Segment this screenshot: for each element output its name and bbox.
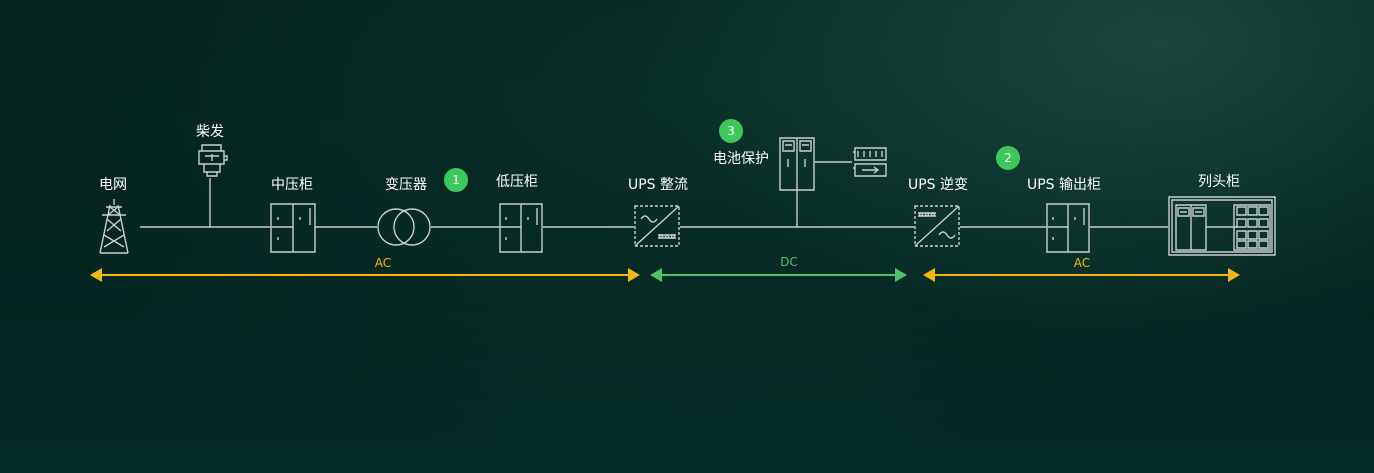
badge-3: 3: [719, 119, 743, 143]
badge-2: 2: [996, 146, 1020, 170]
lv-cabinet-icon: [499, 203, 543, 253]
label-diesel: 柴发: [196, 124, 224, 140]
diesel-generator-icon: [195, 142, 229, 178]
label-transformer: 变压器: [385, 177, 427, 193]
badge-1: 1: [444, 168, 468, 192]
ups-inverter-icon: [914, 205, 960, 247]
label-ac-right: AC: [1073, 256, 1091, 270]
label-ups-rectifier: UPS 整流: [627, 177, 689, 193]
dc-arrow: [650, 268, 907, 282]
battery-cabinet-icon: [779, 137, 815, 191]
label-ups-output-cabinet: UPS 输出柜: [1026, 177, 1102, 193]
transformer-icon: [377, 204, 431, 250]
label-ups-inverter: UPS 逆变: [907, 177, 969, 193]
ups-rectifier-icon: [634, 205, 680, 247]
battery-pack-icon: [852, 146, 888, 178]
column-head-cabinet-icon: [1168, 196, 1276, 256]
label-grid: 电网: [99, 177, 127, 193]
mv-cabinet-icon: [270, 203, 316, 253]
label-mv-cabinet: 中压柜: [271, 177, 313, 193]
label-lv-cabinet: 低压柜: [496, 174, 538, 190]
transmission-tower-icon: [96, 197, 132, 257]
label-ac-left: AC: [374, 256, 392, 270]
ups-output-cabinet-icon: [1046, 203, 1090, 253]
label-battery-protection: 电池保护: [713, 151, 769, 167]
ac-left-arrow: [90, 268, 640, 282]
ac-right-arrow: [923, 268, 1240, 282]
label-column-head-cabinet: 列头柜: [1198, 174, 1240, 190]
label-dc: DC: [780, 255, 798, 269]
